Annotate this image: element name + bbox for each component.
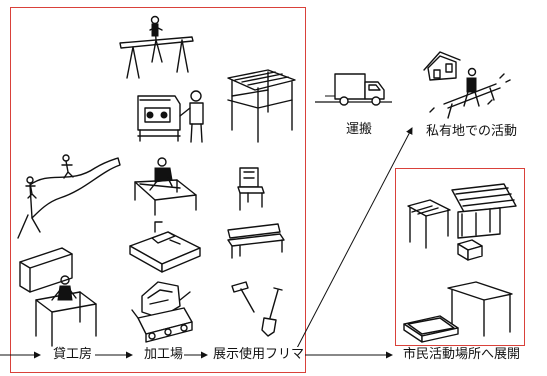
- chair-icon: [237, 167, 265, 211]
- pavilion-icon: [407, 199, 451, 249]
- workbench-vise-icon: [129, 221, 201, 273]
- truck-icon: [315, 73, 392, 106]
- house-worker-icon: [423, 51, 511, 119]
- sawhorse-worker-icon: [119, 15, 194, 79]
- label-processing-site: 加工場: [143, 347, 185, 362]
- flow-arrows: [0, 127, 413, 359]
- label-private-land: 私有地での活動: [425, 124, 519, 139]
- table-roof-icon: [447, 281, 513, 337]
- skate-ramp-icon: [17, 154, 121, 239]
- label-rental-workshop: 貸工房: [52, 347, 94, 362]
- hammer-shovel-icon: [231, 281, 283, 337]
- label-transport: 運搬: [345, 122, 374, 137]
- label-exhibition-flea: 展示使用フリマ: [212, 347, 306, 362]
- tracked-machine-icon: [131, 281, 193, 343]
- label-civic-expansion: 市民活動場所へ展開: [402, 347, 522, 362]
- display-case-worker-icon: [19, 247, 97, 347]
- crate-icon: [457, 239, 483, 261]
- tray-icon: [403, 315, 459, 343]
- sandblast-cabinet-worker-icon: [137, 90, 204, 143]
- civic-frame: [395, 168, 525, 346]
- pergola-frame-icon: [227, 69, 296, 143]
- bench-icon: [227, 223, 285, 259]
- shed-roof-icon: [451, 183, 517, 239]
- workshop-frame: [10, 7, 306, 373]
- table-worker-icon: [134, 157, 197, 216]
